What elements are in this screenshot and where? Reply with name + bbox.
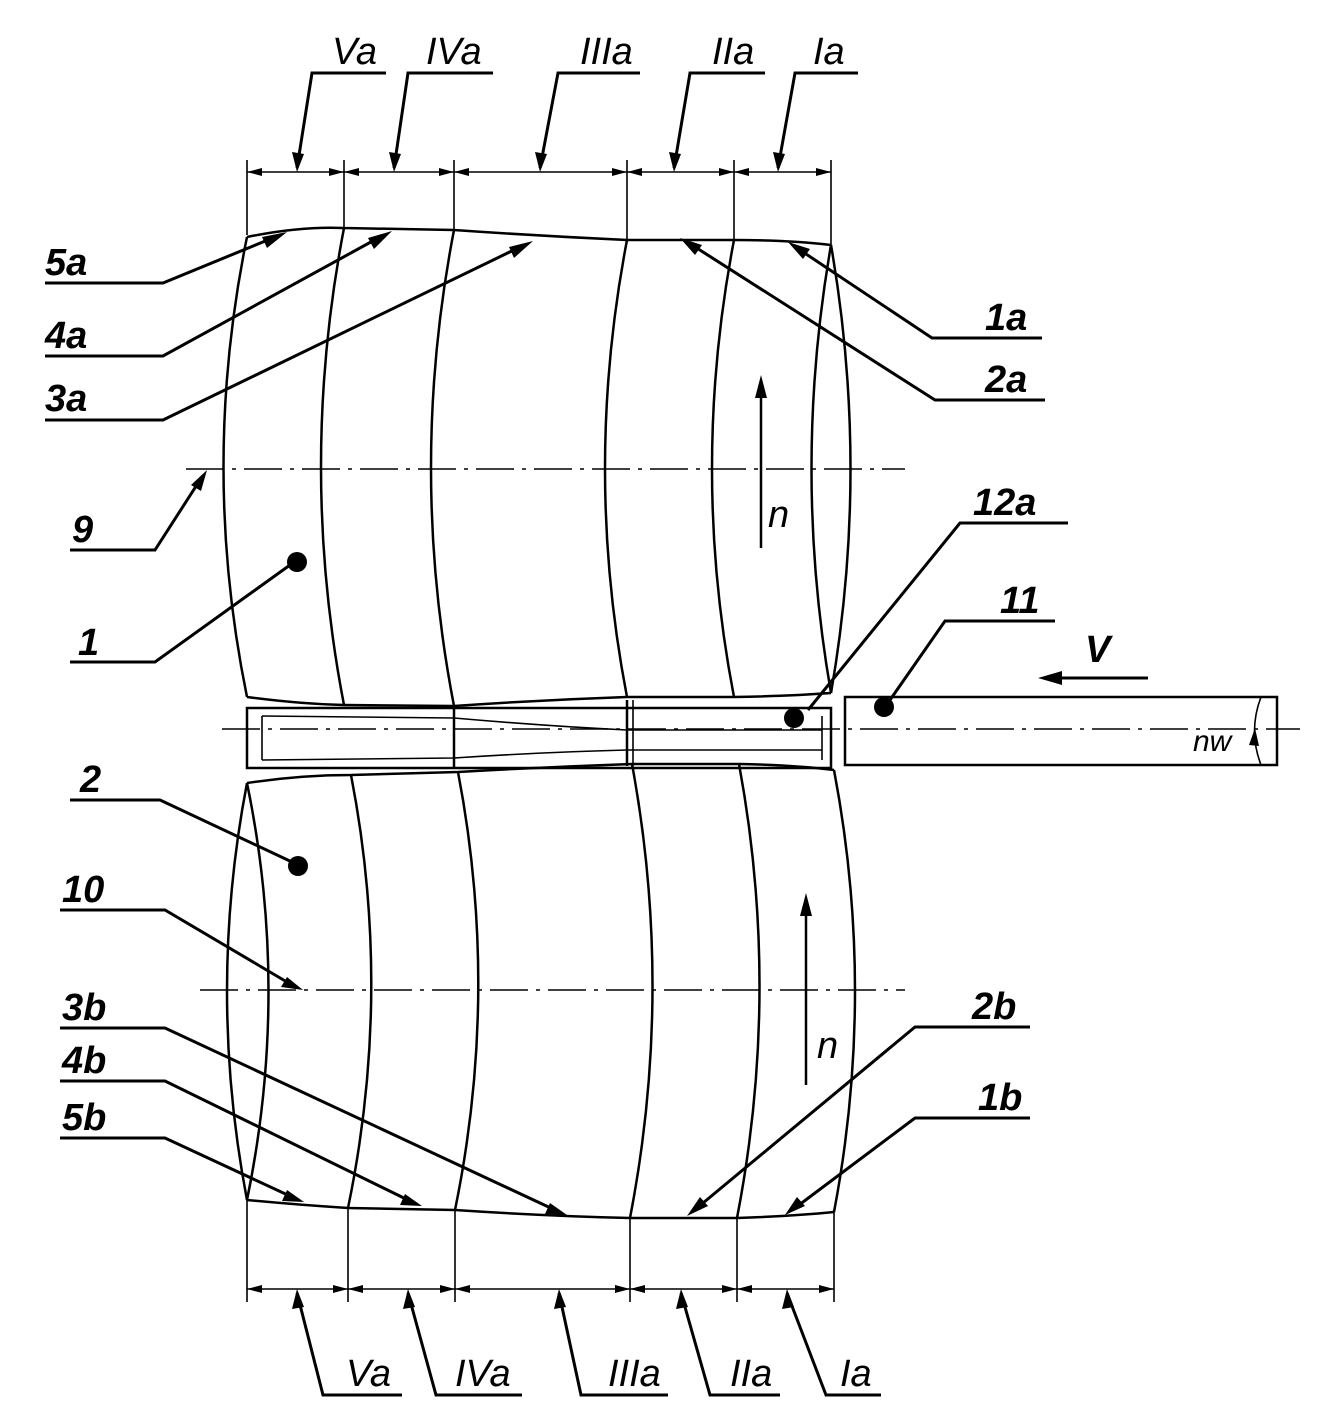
bottom-zone-label: IVa <box>455 1353 511 1395</box>
leaders-lower-right: 2b 1b <box>687 986 1030 1216</box>
dot-12a <box>784 708 804 728</box>
label-11: 11 <box>1000 580 1039 622</box>
lower-roll: n <box>200 762 905 1220</box>
dot-1 <box>287 552 307 572</box>
bottom-dimension-chain: Va IVa IIIa IIa Ia <box>246 1200 881 1397</box>
top-zone-label: IVa <box>426 31 482 73</box>
bottom-zone-label: IIa <box>730 1353 772 1395</box>
label-4a: 4a <box>44 315 87 357</box>
label-12a: 12a <box>973 482 1036 524</box>
label-2a: 2a <box>984 359 1027 401</box>
bottom-zone-label: Va <box>346 1353 391 1395</box>
label-1b: 1b <box>978 1077 1022 1119</box>
leaders-upper-left: 5a 4a 3a 9 1 <box>44 231 533 664</box>
leaders-upper-right: 1a 2a 12a 11 <box>680 238 1068 711</box>
rotation-label-bottom: n <box>817 1025 838 1067</box>
top-dimension-chain: Va IVa IIIa IIa Ia <box>246 31 858 245</box>
bottom-zone-label: IIIa <box>608 1353 661 1395</box>
dot-11 <box>874 697 894 717</box>
upper-roll: n <box>186 226 905 708</box>
dot-2 <box>288 856 308 876</box>
bottom-zone-label: Ia <box>840 1353 872 1395</box>
top-zone-label: IIIa <box>580 31 633 73</box>
label-5a: 5a <box>45 242 87 284</box>
workpiece-in-pass <box>245 700 833 770</box>
bar-rotation-label: nw <box>1193 725 1234 758</box>
label-1: 1 <box>78 622 99 664</box>
leaders-lower-left: 2 10 3b 4b 5b <box>60 759 567 1215</box>
top-zone-label: Ia <box>813 31 845 73</box>
speed-label: V <box>1085 629 1113 671</box>
label-2b: 2b <box>971 986 1016 1028</box>
top-zone-label: Va <box>332 31 377 73</box>
feed-direction-arrow: V <box>1038 629 1148 685</box>
label-1a: 1a <box>985 297 1027 339</box>
label-3a: 3a <box>45 378 87 420</box>
label-9: 9 <box>72 509 93 551</box>
top-zone-label: IIa <box>712 31 754 73</box>
label-2: 2 <box>79 759 101 801</box>
incoming-bar: nw <box>843 695 1279 767</box>
label-3b: 3b <box>62 987 106 1029</box>
label-4b: 4b <box>61 1040 106 1082</box>
rotation-label-top: n <box>768 494 789 536</box>
label-10: 10 <box>62 869 104 911</box>
label-5b: 5b <box>62 1097 106 1139</box>
